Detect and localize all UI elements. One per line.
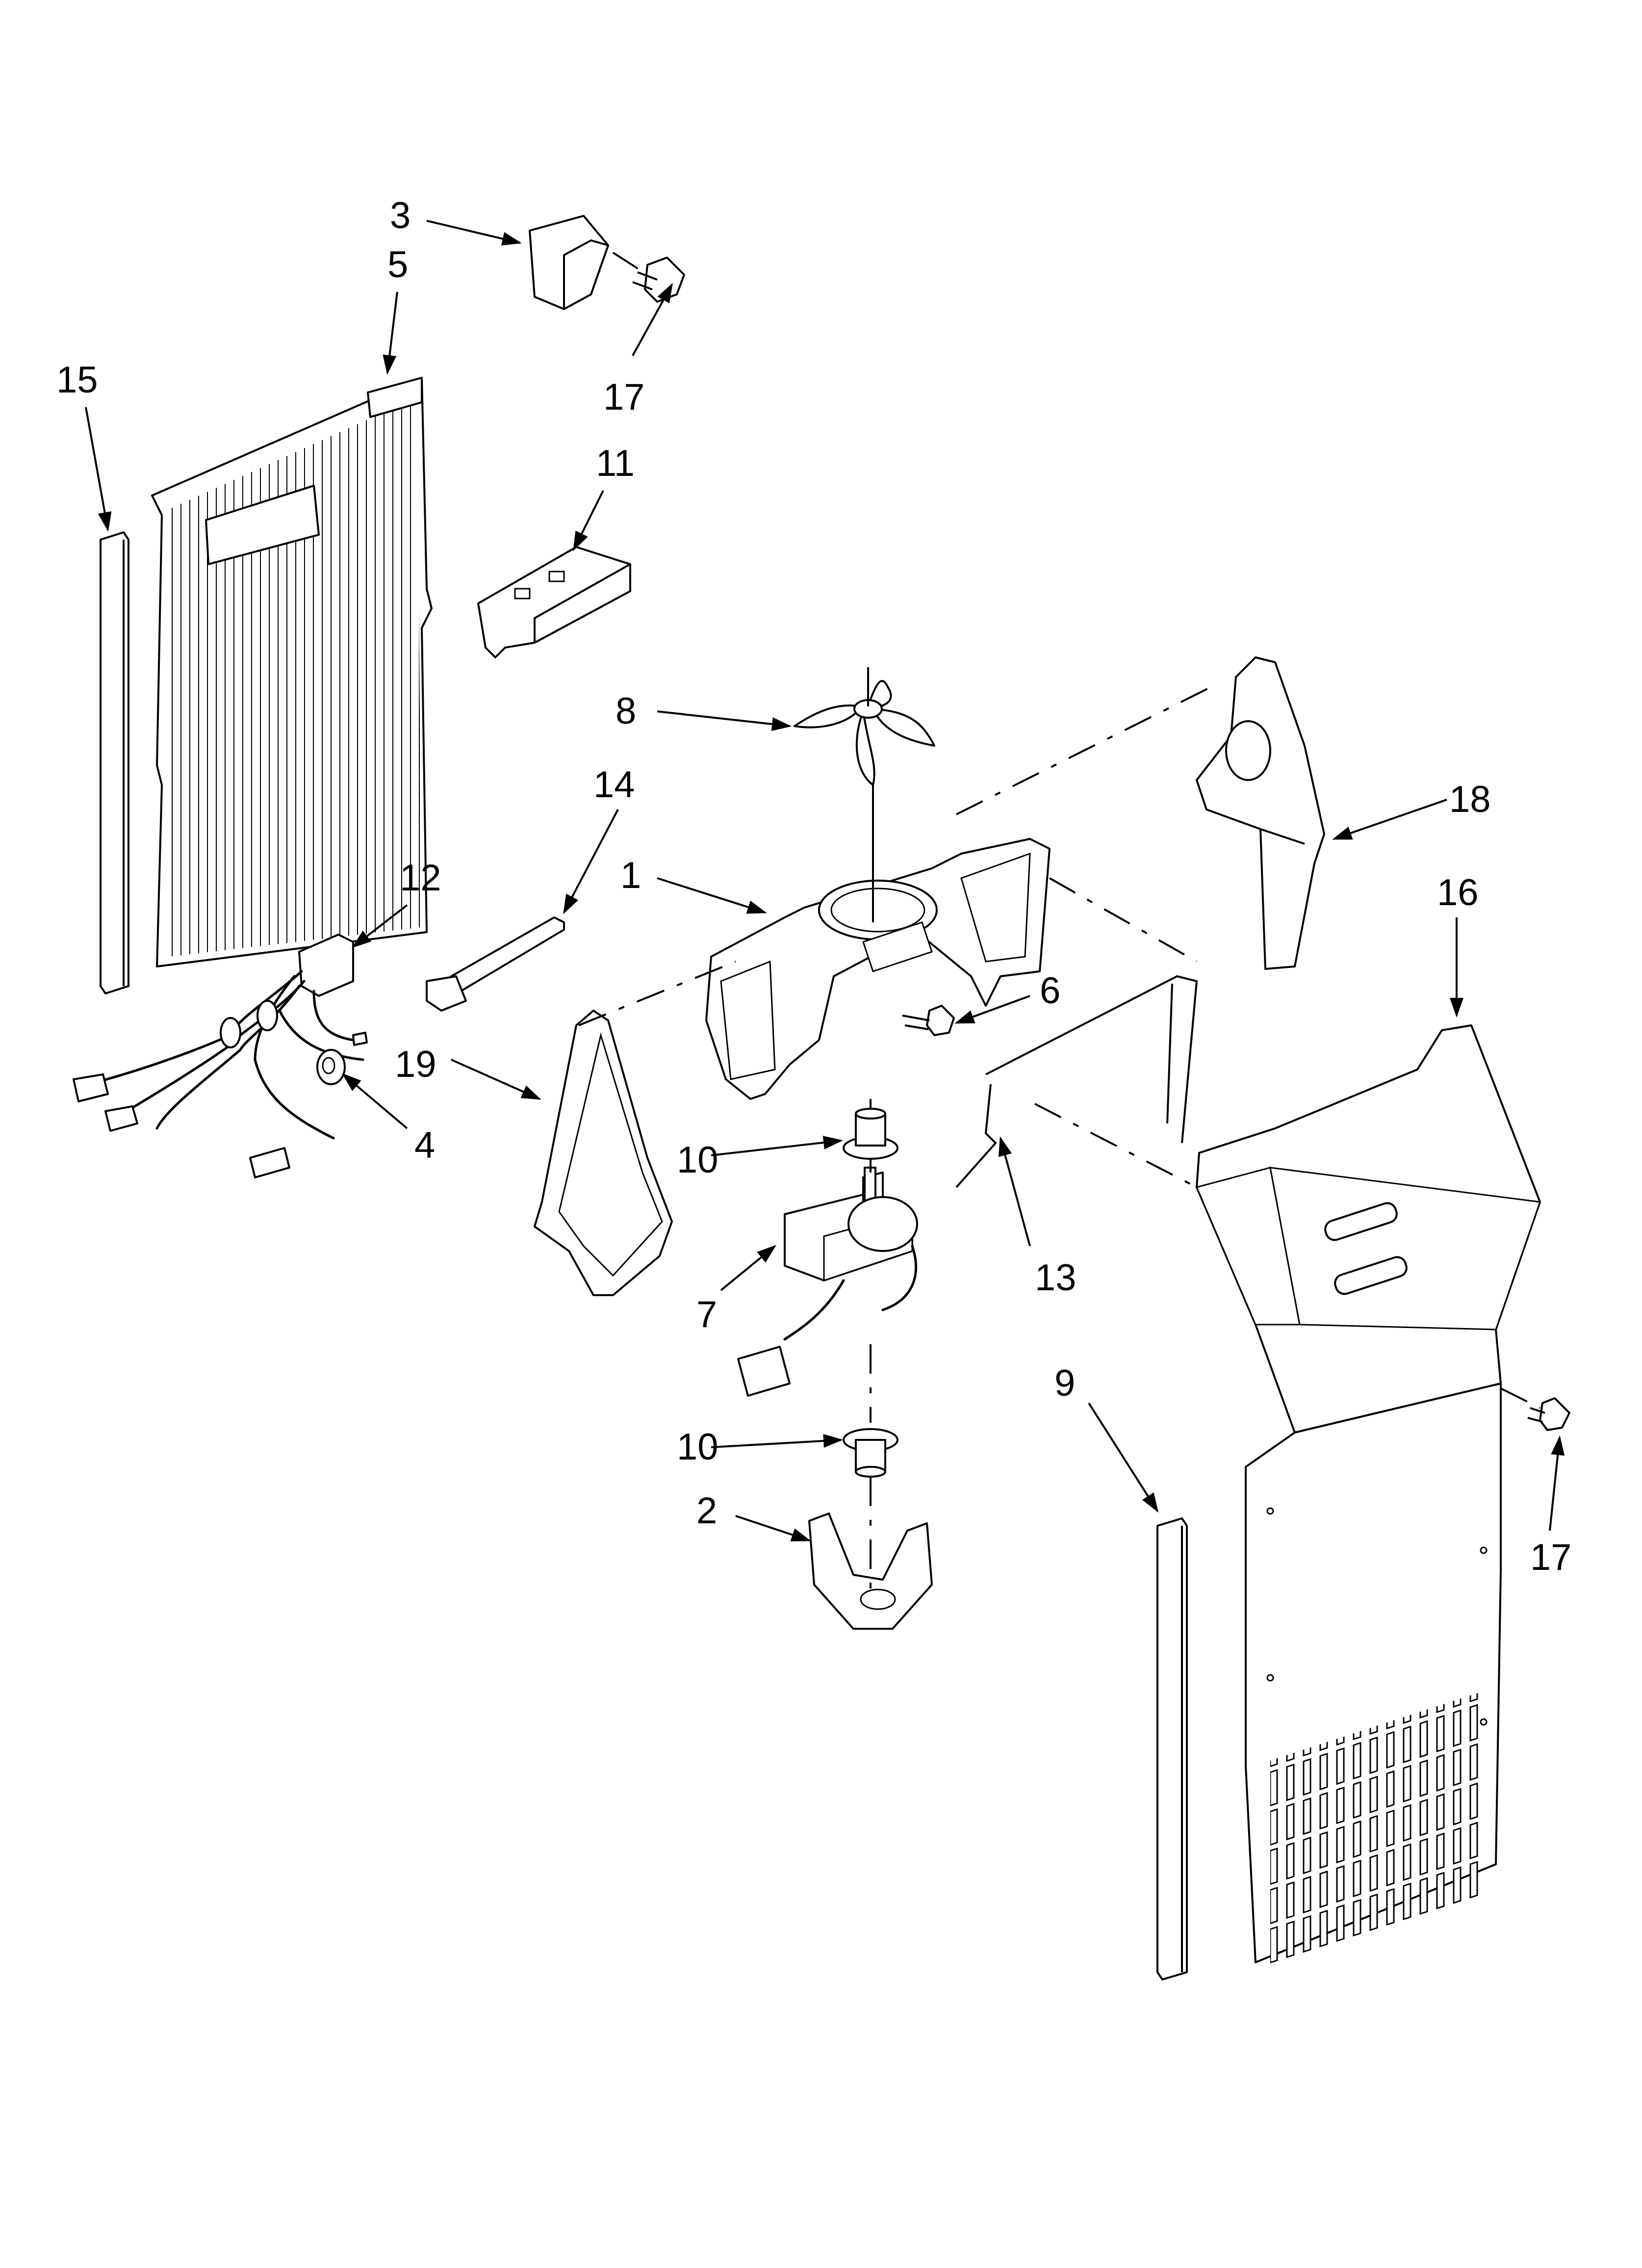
- callout-5: 5: [387, 244, 408, 286]
- part-3-bracket: [529, 215, 609, 310]
- part-17-screw-top: [612, 252, 685, 303]
- callout-8: 8: [616, 690, 636, 732]
- part-11-bracket: [477, 546, 631, 658]
- part-15-strip: [100, 531, 129, 994]
- part-8-fan-blade: [794, 667, 935, 786]
- part-7-fan-motor: [737, 1167, 918, 1397]
- callout-16: 16: [1437, 872, 1479, 913]
- part-12-wire-harness: [73, 934, 368, 1178]
- callout-18: 18: [1449, 779, 1491, 820]
- callout-2: 2: [696, 1490, 717, 1532]
- leader-arrows: [85, 220, 1565, 1541]
- part-6-screw: [902, 1005, 955, 1036]
- callout-6: 6: [1040, 970, 1060, 1012]
- part-17-screw-right: [1500, 1387, 1570, 1431]
- callout-4: 4: [414, 1124, 435, 1166]
- part-2-motor-bracket: [808, 1512, 933, 1630]
- part-19-baffle: [534, 1010, 673, 1296]
- part-5-evaporator-cover: [151, 377, 433, 967]
- callout-15: 15: [56, 359, 98, 401]
- alignment-lines: [578, 686, 1212, 1590]
- part-4-grommet: [316, 1049, 346, 1085]
- part-10-motor-mount-bottom: [843, 1428, 898, 1478]
- part-1-fan-housing: [705, 785, 1051, 1100]
- callout-9: 9: [1054, 1362, 1075, 1404]
- callout-1: 1: [620, 855, 641, 896]
- part-9-strip: [1156, 1517, 1188, 1981]
- part-10-motor-mount-top: [843, 1108, 898, 1160]
- callout-11: 11: [596, 443, 635, 484]
- callout-13: 13: [1035, 1257, 1077, 1299]
- callout-labels: 3 5 15 17 11 8 14 18 1 12 16 6 19 4 10 1…: [56, 195, 1572, 1578]
- callout-10-top: 10: [677, 1139, 718, 1181]
- callout-3: 3: [390, 195, 410, 236]
- part-13-wire-bracket: [955, 975, 1198, 1188]
- part-18-baffle: [1196, 656, 1325, 970]
- part-14-cable-tie: [426, 916, 565, 1012]
- part-16-panel: [1195, 1024, 1541, 1967]
- callout-12: 12: [400, 857, 441, 899]
- callout-17-right: 17: [1530, 1537, 1572, 1578]
- callout-14: 14: [593, 764, 635, 806]
- callout-19: 19: [395, 1043, 436, 1085]
- callout-17-top: 17: [603, 376, 645, 418]
- callout-7: 7: [696, 1294, 717, 1335]
- callout-10-bottom: 10: [677, 1426, 718, 1468]
